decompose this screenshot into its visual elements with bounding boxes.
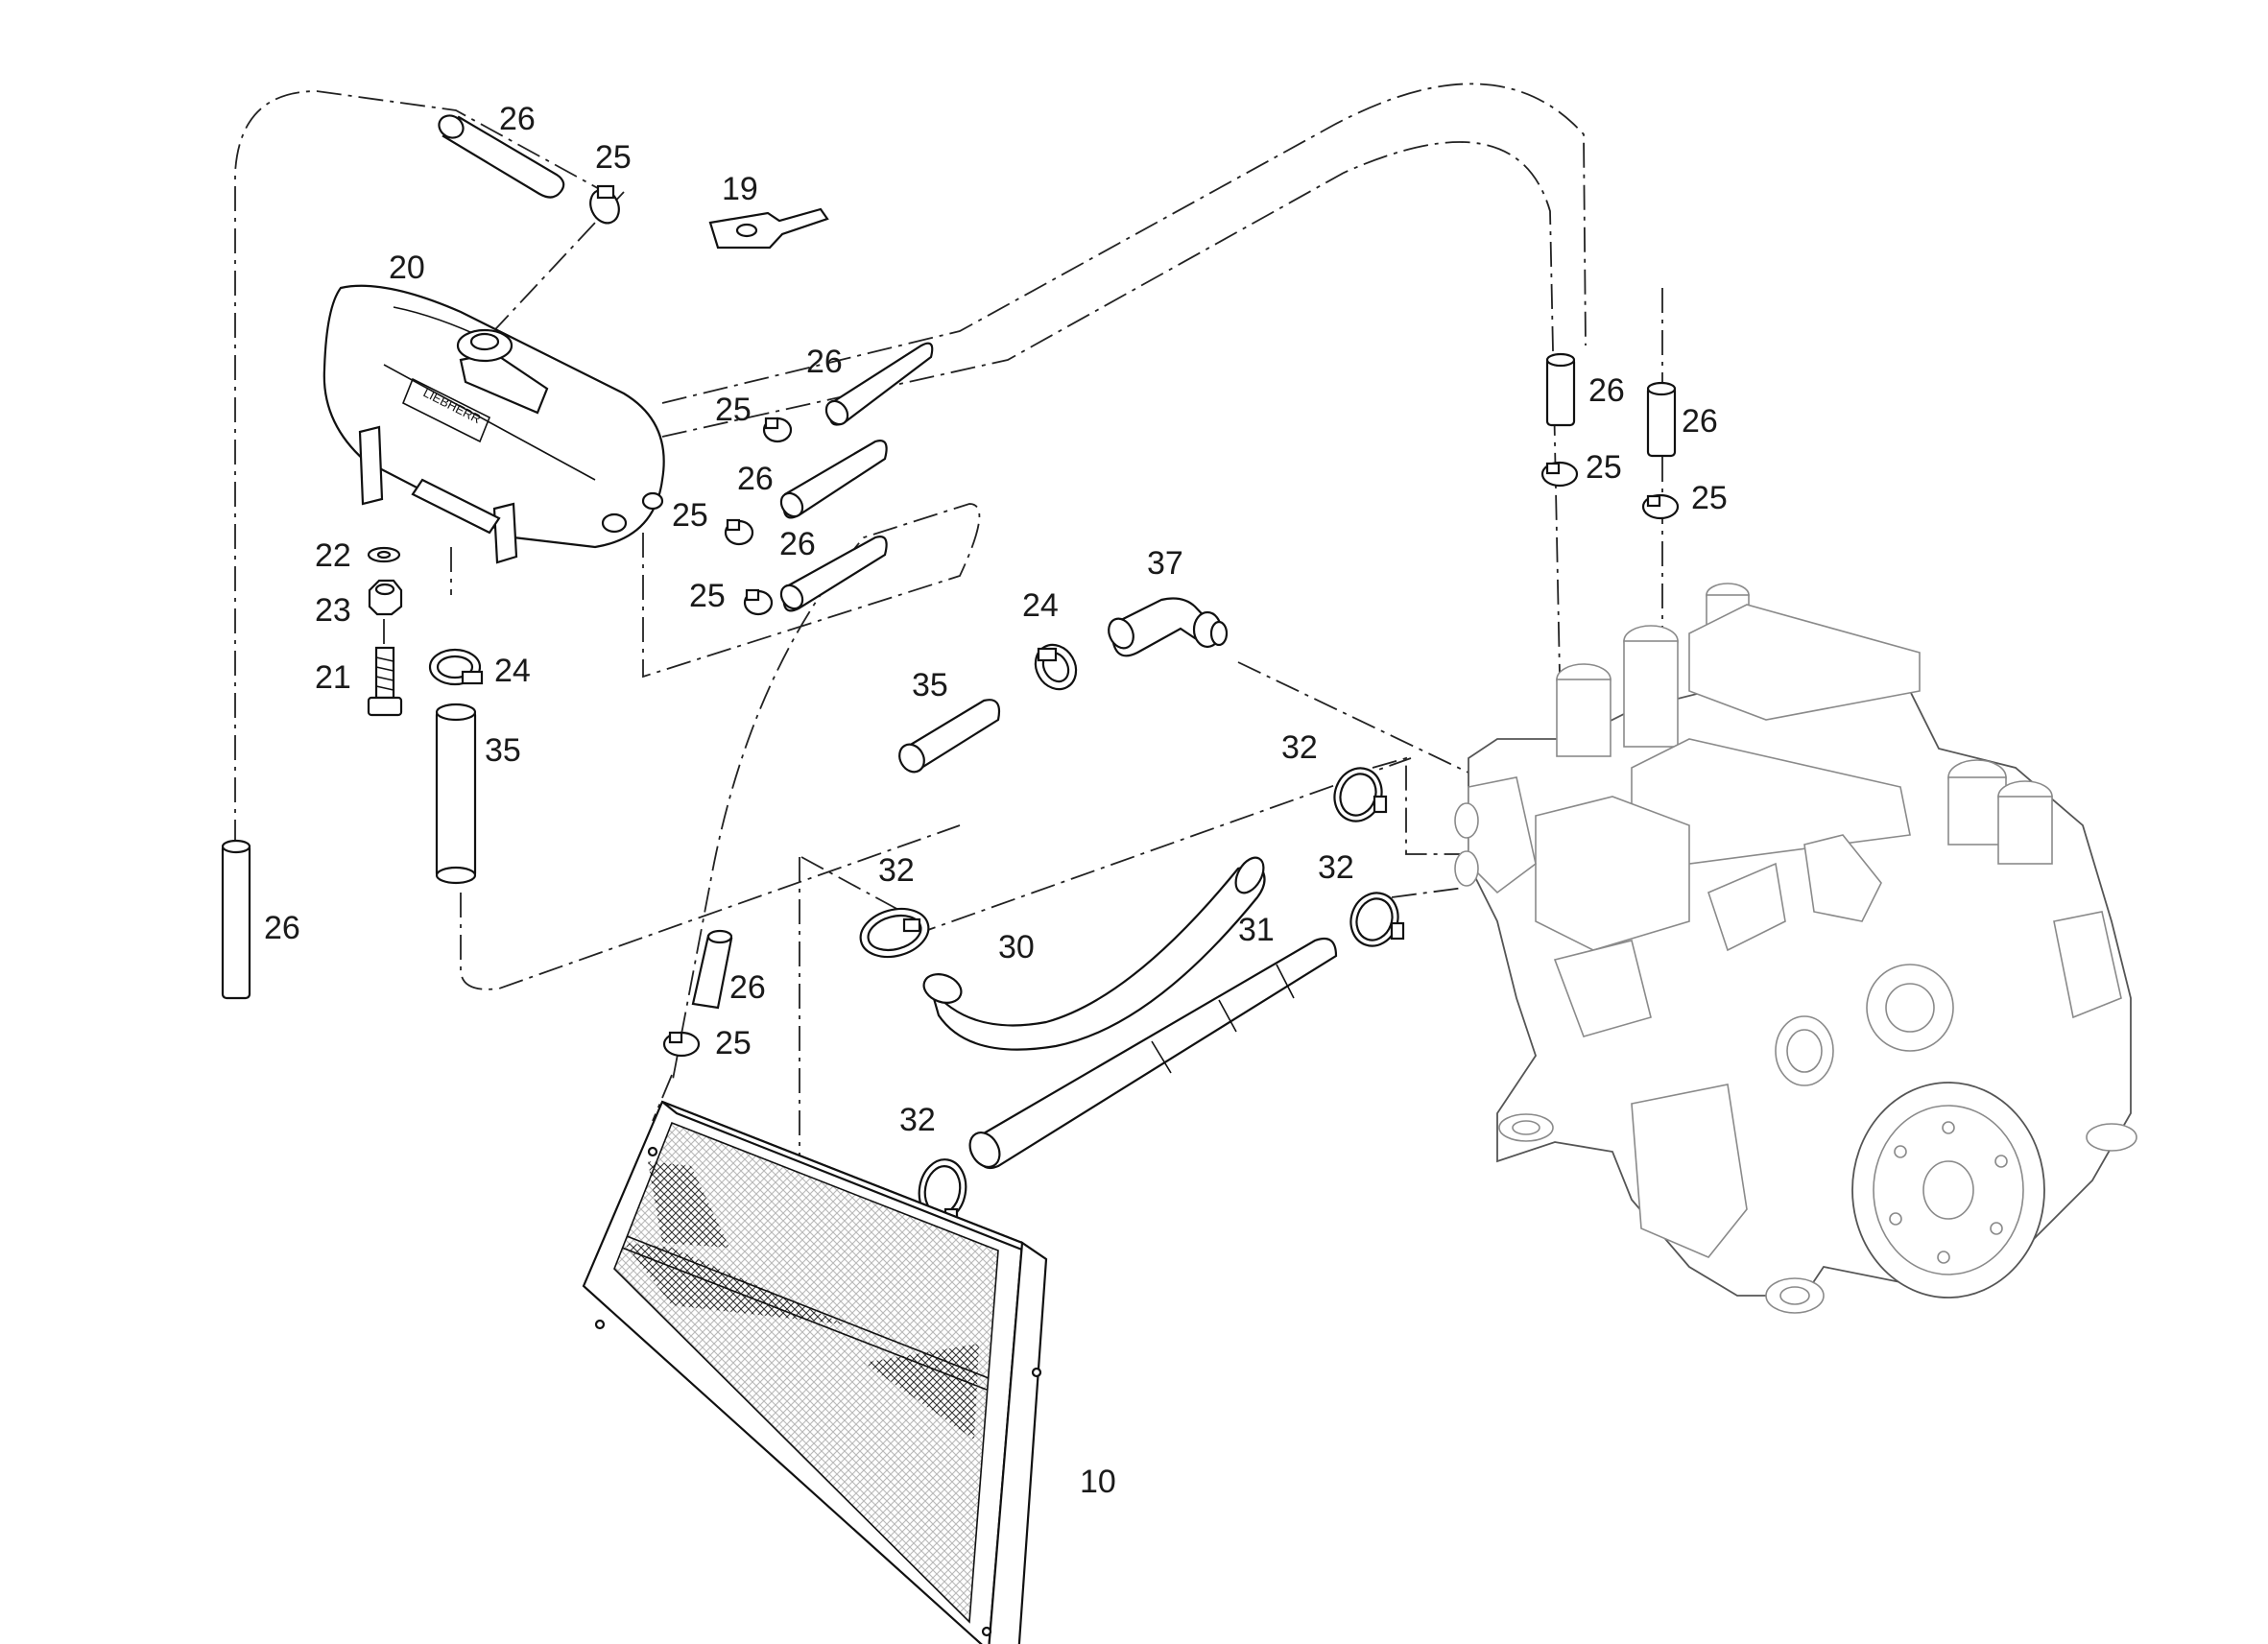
- clamp-24-center: [1034, 643, 1078, 691]
- hose-30: [922, 856, 1266, 1051]
- clamp-32-mid-right: [1349, 892, 1405, 947]
- label-26-right-1: 26: [1588, 372, 1625, 409]
- clamp-25-c: [743, 588, 774, 616]
- label-26-center-3: 26: [779, 526, 816, 562]
- label-25-a: 25: [715, 392, 752, 428]
- clamp-24-left: [428, 648, 484, 686]
- label-23: 23: [315, 592, 351, 629]
- clamp-25-top: [589, 184, 620, 225]
- clamp-32-upper-right: [1333, 767, 1388, 822]
- clamp-25-b: [724, 518, 754, 546]
- clamp-32-left: [859, 907, 930, 959]
- label-26-center-1: 26: [806, 344, 843, 380]
- label-35-center: 35: [912, 667, 948, 703]
- hose-26-center-2: [779, 440, 888, 519]
- hose-26-top-left: [438, 114, 565, 199]
- label-30: 30: [998, 929, 1035, 965]
- label-24-center: 24: [1022, 587, 1059, 624]
- hose-26-right-1: [1545, 352, 1576, 427]
- hose-31: [968, 937, 1338, 1169]
- hose-26-center-3: [779, 536, 888, 612]
- label-26-right-2: 26: [1682, 403, 1718, 440]
- label-25-right-2: 25: [1691, 480, 1728, 516]
- label-24-left: 24: [494, 653, 531, 689]
- label-32-left: 32: [878, 852, 915, 889]
- hose-26-right-2: [1646, 381, 1677, 458]
- label-10: 10: [1080, 1464, 1116, 1500]
- label-26-lower: 26: [729, 969, 766, 1006]
- label-25-c: 25: [689, 578, 726, 614]
- label-25-right-1: 25: [1586, 449, 1622, 486]
- label-26-top: 26: [499, 101, 536, 137]
- label-35-left: 35: [485, 732, 521, 769]
- hose-26-center-1: [824, 342, 934, 426]
- label-25-top: 25: [595, 139, 632, 176]
- label-32-upper-right: 32: [1281, 729, 1318, 766]
- label-25-lower: 25: [715, 1025, 752, 1061]
- clamp-25-a: [762, 417, 793, 443]
- elbow-37: [1108, 597, 1229, 657]
- label-22: 22: [315, 537, 351, 574]
- hose-26-lower: [691, 929, 733, 1010]
- hose-35-center: [898, 699, 1001, 774]
- label-25-b: 25: [672, 497, 708, 534]
- label-19: 19: [722, 171, 758, 207]
- label-26-left: 26: [264, 910, 300, 946]
- part-labels: 26 25 19 20 26 25 26 25 26 25 22 23 21 2…: [264, 101, 1728, 1500]
- bolt-21: [367, 646, 403, 717]
- engine-block: [1454, 583, 2137, 1314]
- washer-22: [367, 546, 401, 563]
- label-20: 20: [389, 250, 425, 286]
- clamp-25-lower: [662, 1031, 701, 1058]
- expansion-tank-20: LIEBHERR: [322, 284, 665, 564]
- label-37: 37: [1147, 545, 1183, 582]
- label-26-center-2: 26: [737, 461, 774, 497]
- radiator-10: [582, 1100, 1048, 1644]
- clamp-25-right-2: [1641, 493, 1680, 520]
- nut-23: [368, 579, 403, 616]
- hose-26-left-vertical: [221, 839, 251, 1000]
- clamp-25-right-1: [1540, 461, 1579, 488]
- label-31: 31: [1238, 912, 1275, 948]
- label-21: 21: [315, 659, 351, 696]
- label-32-lower: 32: [899, 1102, 936, 1138]
- label-32-mid-right: 32: [1318, 849, 1354, 886]
- bracket-19: [708, 207, 829, 250]
- hose-35-left: [435, 703, 477, 885]
